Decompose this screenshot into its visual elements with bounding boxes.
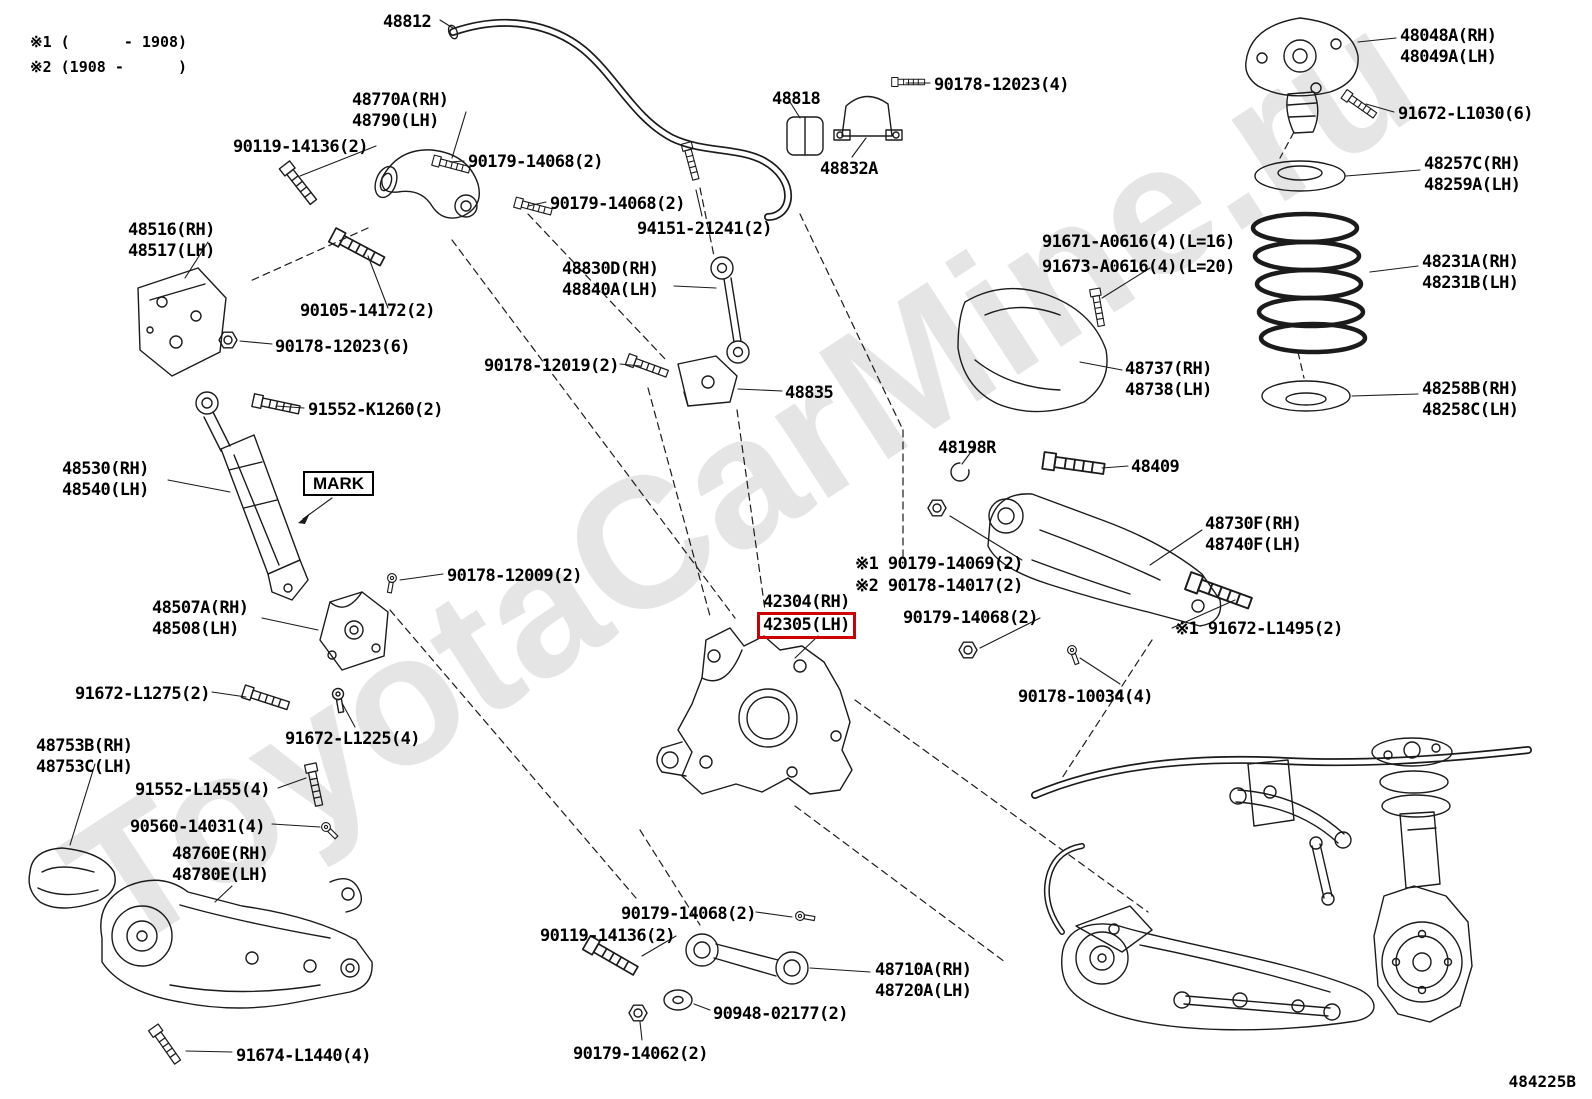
part-label-48770a-rh-48790-lh[interactable]: 48770A(RH) 48790(LH) (352, 90, 449, 132)
upper-control-arm (374, 149, 481, 219)
part-label-91552-l1455-4[interactable]: 91552-L1455(4) (135, 780, 270, 800)
part-label-48530-rh-48540-lh[interactable]: 48530(RH) 48540(LH) (62, 459, 149, 501)
part-label-48730f-rh-48740f-lh[interactable]: 48730F(RH) 48740F(LH) (1205, 514, 1302, 556)
part-label-90948-02177-2[interactable]: 90948-02177(2) (713, 1004, 848, 1024)
washer (663, 989, 693, 1011)
part-label-1-91672-l1495-2[interactable]: ※1 91672-L1495(2) (1175, 619, 1343, 639)
part-label-48737-rh-48738-lh[interactable]: 48737(RH) 48738(LH) (1125, 359, 1212, 401)
drawing-number: 484225B (1508, 1072, 1576, 1091)
trailing-arm (100, 878, 373, 1009)
dust-cover (957, 287, 1108, 413)
rear-suspension-arm (987, 493, 1222, 627)
shock-bracket (137, 267, 227, 377)
stabilizer-link (710, 256, 750, 364)
part-label-42305-lh[interactable]: 42305(LH) (757, 612, 856, 640)
part-label-90179-14068-2[interactable]: 90179-14068(2) (550, 194, 685, 214)
part-label-90560-14031-4[interactable]: 90560-14031(4) (130, 817, 265, 837)
part-label-48818[interactable]: 48818 (772, 89, 821, 109)
snap-ring (950, 462, 970, 482)
part-label-48198r[interactable]: 48198R (938, 438, 996, 458)
part-label-48231a-rh-48231b-lh[interactable]: 48231A(RH) 48231B(LH) (1422, 252, 1519, 294)
part-label-48753b-rh-48753c-lh[interactable]: 48753B(RH) 48753C(LH) (36, 736, 133, 778)
stabilizer-bushing (786, 116, 824, 156)
part-label-91671-a0616-4-l-16[interactable]: 91671-A0616(4)(L=16) (1042, 232, 1235, 252)
part-label-91673-a0616-4-l-20[interactable]: 91673-A0616(4)(L=20) (1042, 257, 1235, 277)
part-label-91672-l1275-2[interactable]: 91672-L1275(2) (75, 684, 210, 704)
part-label-90179-14068-2[interactable]: 90179-14068(2) (903, 608, 1038, 628)
part-label-90178-12019-2[interactable]: 90178-12019(2) (484, 356, 619, 376)
part-label-94151-21241-2[interactable]: 94151-21241(2) (637, 219, 772, 239)
arm-cover (28, 847, 116, 909)
part-label-48048a-rh-48049a-lh[interactable]: 48048A(RH) 48049A(LH) (1400, 26, 1497, 68)
applicability-note-2: ※2 (1908 - ) (30, 58, 188, 76)
part-label-90178-10034-4[interactable]: 90178-10034(4) (1018, 687, 1153, 707)
part-label-90178-12009-2[interactable]: 90178-12009(2) (447, 566, 582, 586)
part-label-90119-14136-2[interactable]: 90119-14136(2) (540, 926, 675, 946)
part-label-48812[interactable]: 48812 (383, 12, 432, 32)
part-label-90178-12023-4[interactable]: 90178-12023(4) (934, 75, 1069, 95)
part-label-48257c-rh-48259a-lh[interactable]: 48257C(RH) 48259A(LH) (1424, 154, 1521, 196)
part-label-90179-14068-2[interactable]: 90179-14068(2) (468, 152, 603, 172)
stabilizer-clamp (833, 95, 903, 141)
part-label-48760e-rh-48780e-lh[interactable]: 48760E(RH) 48780E(LH) (172, 844, 269, 886)
part-label-42304-rh[interactable]: 42304(RH) (763, 592, 850, 612)
part-label-90178-12023-6[interactable]: 90178-12023(6) (275, 337, 410, 357)
part-label-90105-14172-2[interactable]: 90105-14172(2) (300, 301, 435, 321)
lower-spring-seat (1261, 380, 1351, 412)
part-label-48835[interactable]: 48835 (785, 383, 834, 403)
shock-absorber (195, 391, 309, 601)
coil-spring (1250, 211, 1368, 355)
rear-axle-knuckle (656, 627, 853, 795)
part-label-91672-l1225-4[interactable]: 91672-L1225(4) (285, 729, 420, 749)
assembled-suspension-view (1031, 737, 1532, 1031)
upper-spring-seat (1254, 160, 1346, 192)
part-label-2-90178-14017-2[interactable]: ※2 90178-14017(2) (855, 576, 1023, 596)
part-label-48258b-rh-48258c-lh[interactable]: 48258B(RH) 48258C(LH) (1422, 379, 1519, 421)
part-label-48832a[interactable]: 48832A (820, 159, 878, 179)
part-label-48507a-rh-48508-lh[interactable]: 48507A(RH) 48508(LH) (152, 598, 249, 640)
construction-lines (247, 131, 1305, 963)
part-label-90119-14136-2[interactable]: 90119-14136(2) (233, 137, 368, 157)
shock-lower-mount (319, 591, 389, 671)
stabilizer-bar (447, 18, 793, 221)
part-label-48710a-rh-48720a-lh[interactable]: 48710A(RH) 48720A(LH) (875, 960, 972, 1002)
part-label-91672-l1030-6[interactable]: 91672-L1030(6) (1398, 104, 1533, 124)
part-label-91674-l1440-4[interactable]: 91674-L1440(4) (236, 1046, 371, 1066)
part-label-1-90179-14069-2[interactable]: ※1 90179-14069(2) (855, 554, 1023, 574)
part-label-48830d-rh-48840a-lh[interactable]: 48830D(RH) 48840A(LH) (562, 259, 659, 301)
mark-tag: MARK (303, 471, 374, 497)
part-label-48516-rh-48517-lh[interactable]: 48516(RH) 48517(LH) (128, 220, 215, 262)
mark-arrowhead (298, 513, 310, 524)
part-label-48409[interactable]: 48409 (1131, 457, 1180, 477)
applicability-note-1: ※1 ( - 1908) (30, 33, 188, 51)
part-label-91552-k1260-2[interactable]: 91552-K1260(2) (308, 400, 443, 420)
toe-control-rod (685, 933, 809, 985)
part-label-90179-14068-2[interactable]: 90179-14068(2) (621, 904, 756, 924)
part-label-90179-14062-2[interactable]: 90179-14062(2) (573, 1044, 708, 1064)
spring-support (1245, 17, 1359, 134)
link-bracket (677, 355, 738, 407)
